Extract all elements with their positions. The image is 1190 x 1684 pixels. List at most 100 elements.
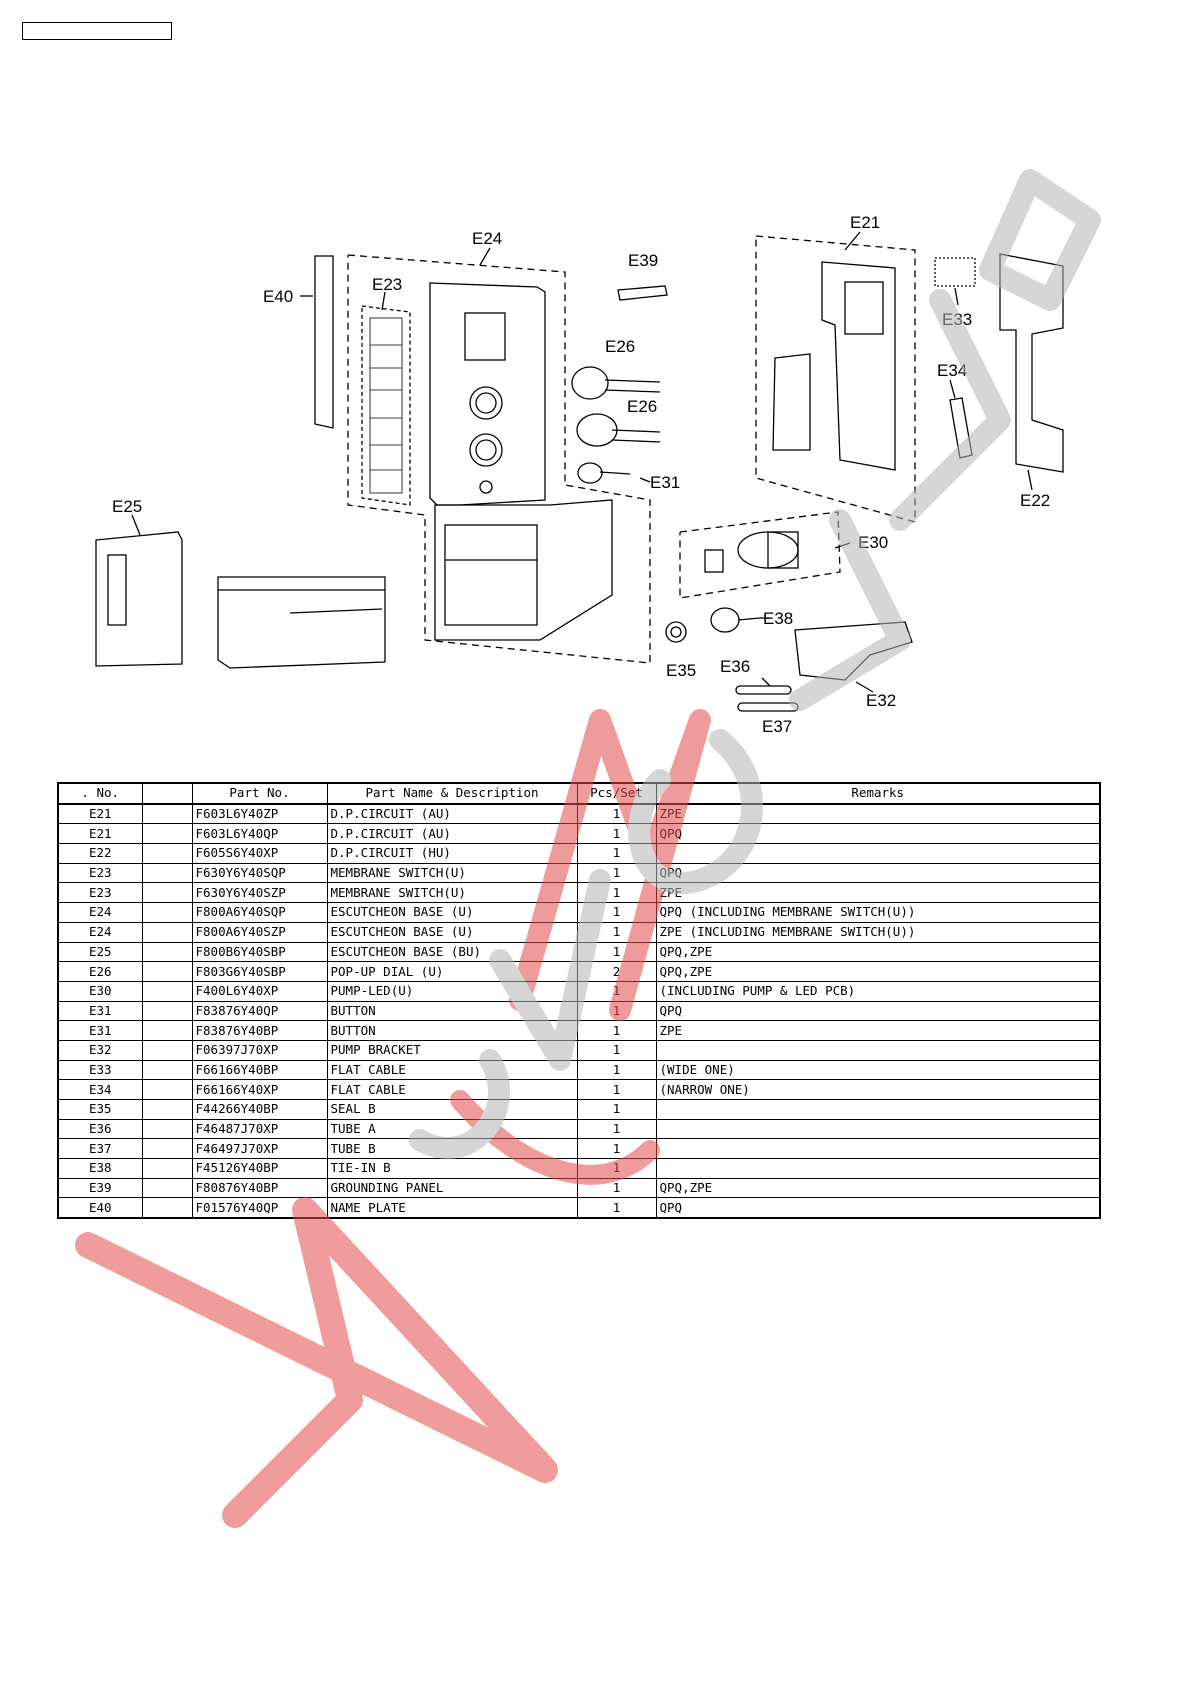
cell-remarks: (INCLUDING PUMP & LED PCB) bbox=[655, 980, 1101, 1002]
cell-part-name: TUBE A bbox=[326, 1118, 578, 1140]
cell-part-name: MEMBRANE SWITCH(U) bbox=[326, 882, 578, 904]
col-ref-no: . No. bbox=[57, 782, 143, 805]
exploded-parts-diagram: E24 E39 E21 E40 E23 E26 E26 E31 E33 E34 … bbox=[95, 213, 1064, 736]
part-e24-panel bbox=[429, 282, 546, 506]
cell-ref-no: E34 bbox=[57, 1079, 143, 1100]
cell-part-name: D.P.CIRCUIT (AU) bbox=[326, 803, 578, 825]
cell-part-name: D.P.CIRCUIT (HU) bbox=[326, 843, 578, 864]
label-e36: E36 bbox=[720, 657, 750, 676]
cell-part-name: MEMBRANE SWITCH(U) bbox=[326, 862, 578, 884]
cell-pcs-set: 1 bbox=[576, 1000, 657, 1022]
cell-ref-no: E21 bbox=[57, 803, 143, 825]
col-part-name: Part Name & Description bbox=[326, 782, 578, 805]
parts-table: . No. Part No. Part Name & Description P… bbox=[57, 782, 1101, 1220]
cell-pcs-set: 1 bbox=[576, 921, 657, 943]
cell-pcs-set: 1 bbox=[576, 1197, 657, 1219]
cell-part-name: GROUNDING PANEL bbox=[326, 1177, 578, 1199]
cell-pcs-set: 1 bbox=[576, 862, 657, 884]
cell-blank bbox=[141, 1177, 193, 1199]
cell-part-no: F01576Y40QP bbox=[191, 1197, 328, 1219]
cell-ref-no: E21 bbox=[57, 823, 143, 845]
cell-pcs-set: 1 bbox=[576, 1138, 657, 1160]
cell-ref-no: E38 bbox=[57, 1158, 143, 1179]
cell-remarks: QPQ,ZPE bbox=[655, 1177, 1101, 1199]
cell-remarks: QPQ,ZPE bbox=[655, 961, 1101, 982]
cell-ref-no: E37 bbox=[57, 1138, 143, 1160]
cell-remarks bbox=[655, 1039, 1101, 1061]
cell-part-no: F66166Y40XP bbox=[191, 1079, 328, 1100]
col-remarks: Remarks bbox=[655, 782, 1101, 805]
cell-blank bbox=[141, 1197, 193, 1219]
cell-pcs-set: 1 bbox=[576, 1059, 657, 1081]
cell-part-no: F630Y6Y40SQP bbox=[191, 862, 328, 884]
cell-part-name: NAME PLATE bbox=[326, 1197, 578, 1219]
cell-part-no: F06397J70XP bbox=[191, 1039, 328, 1061]
cell-ref-no: E31 bbox=[57, 1000, 143, 1022]
cell-blank bbox=[141, 902, 193, 923]
label-e21: E21 bbox=[850, 213, 880, 232]
cell-pcs-set: 1 bbox=[576, 902, 657, 923]
cell-pcs-set: 1 bbox=[576, 1079, 657, 1100]
cell-blank bbox=[141, 1039, 193, 1061]
cell-ref-no: E23 bbox=[57, 862, 143, 884]
cell-blank bbox=[141, 843, 193, 864]
col-pcs-set: Pcs/Set bbox=[576, 782, 657, 805]
cell-pcs-set: 1 bbox=[576, 803, 657, 825]
label-e23: E23 bbox=[372, 275, 402, 294]
cell-blank bbox=[141, 921, 193, 943]
cell-pcs-set: 1 bbox=[576, 823, 657, 845]
cell-part-no: F800A6Y40SQP bbox=[191, 902, 328, 923]
part-e40-shape bbox=[314, 255, 334, 429]
cell-part-name: FLAT CABLE bbox=[326, 1059, 578, 1081]
cell-part-no: F630Y6Y40SZP bbox=[191, 882, 328, 904]
cell-blank bbox=[141, 823, 193, 845]
cell-ref-no: E23 bbox=[57, 882, 143, 904]
cell-ref-no: E25 bbox=[57, 941, 143, 963]
cell-part-no: F66166Y40BP bbox=[191, 1059, 328, 1081]
cell-part-no: F800A6Y40SZP bbox=[191, 921, 328, 943]
cell-blank bbox=[141, 1059, 193, 1081]
col-blank bbox=[141, 782, 193, 805]
label-e31: E31 bbox=[650, 473, 680, 492]
cell-ref-no: E24 bbox=[57, 902, 143, 923]
cell-part-no: F45126Y40BP bbox=[191, 1158, 328, 1179]
cell-part-name: PUMP BRACKET bbox=[326, 1039, 578, 1061]
cell-part-no: F603L6Y40ZP bbox=[191, 803, 328, 825]
cell-part-no: F80876Y40BP bbox=[191, 1177, 328, 1199]
cell-pcs-set: 1 bbox=[576, 882, 657, 904]
part-e21-boundary bbox=[755, 235, 916, 523]
cell-pcs-set: 1 bbox=[576, 1118, 657, 1140]
cell-part-name: ESCUTCHEON BASE (BU) bbox=[326, 941, 578, 963]
cell-part-no: F803G6Y40SBP bbox=[191, 961, 328, 982]
cell-pcs-set: 1 bbox=[576, 1158, 657, 1179]
cell-pcs-set: 1 bbox=[576, 941, 657, 963]
cell-remarks: ZPE (INCLUDING MEMBRANE SWITCH(U)) bbox=[655, 921, 1101, 943]
cell-remarks bbox=[655, 843, 1101, 864]
cell-ref-no: E26 bbox=[57, 961, 143, 982]
cell-part-name: TUBE B bbox=[326, 1138, 578, 1160]
cell-pcs-set: 2 bbox=[576, 961, 657, 982]
cell-blank bbox=[141, 941, 193, 963]
cell-part-name: PUMP-LED(U) bbox=[326, 980, 578, 1002]
cell-part-no: F400L6Y40XP bbox=[191, 980, 328, 1002]
cell-remarks: (NARROW ONE) bbox=[655, 1079, 1101, 1100]
label-e40: E40 bbox=[263, 287, 293, 306]
cell-pcs-set: 1 bbox=[576, 1099, 657, 1120]
cell-remarks bbox=[655, 1158, 1101, 1179]
cell-part-name: POP-UP DIAL (U) bbox=[326, 961, 578, 982]
cell-ref-no: E40 bbox=[57, 1197, 143, 1219]
label-e33: E33 bbox=[942, 310, 972, 329]
label-e26-a: E26 bbox=[605, 337, 635, 356]
cell-remarks: ZPE bbox=[655, 882, 1101, 904]
label-e34: E34 bbox=[937, 361, 967, 380]
